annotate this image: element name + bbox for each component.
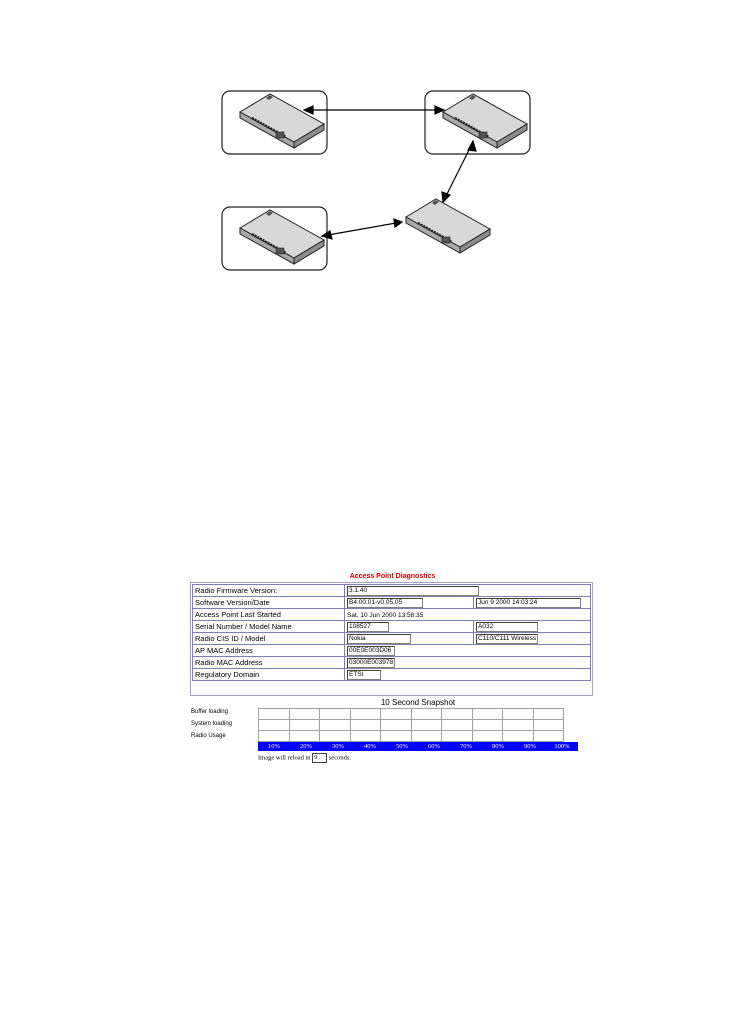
snapshot-title: 10 Second Snapshot xyxy=(380,698,456,707)
serial-number-field[interactable]: 108527 xyxy=(347,621,389,632)
row-label: AP MAC Address xyxy=(192,644,345,657)
radio-model-field[interactable]: C110/C111 Wireless xyxy=(476,633,538,644)
scale-tick: 10% xyxy=(268,743,280,750)
radio-cis-field[interactable]: Nokia xyxy=(347,633,411,644)
system-loading-label: System loading xyxy=(191,721,233,727)
table-row: Radio CIS ID / Model Nokia C110/C111 Wir… xyxy=(192,632,591,645)
radio-usage-bar xyxy=(258,730,564,742)
model-name-field[interactable]: A032 xyxy=(476,621,538,632)
pc-card-icon xyxy=(404,197,492,255)
diagnostics-title: Access Point Diagnostics xyxy=(349,573,436,580)
row-label: Regulatory Domain xyxy=(192,668,345,681)
reload-seconds-field[interactable]: 9 xyxy=(312,753,328,763)
table-row: Software Version/Date B4.00.01-v0.05.05 … xyxy=(192,596,591,609)
scale-tick: 40% xyxy=(364,743,376,750)
snapshot-grid xyxy=(258,708,564,742)
scale-tick: 70% xyxy=(460,743,472,750)
diagnostics-table: Radio Firmware Version: 3.1.40 Software … xyxy=(192,584,591,681)
diagnostics-panel: Radio Firmware Version: 3.1.40 Software … xyxy=(190,582,593,696)
scale-tick: 20% xyxy=(300,743,312,750)
row-label: Serial Number / Model Name xyxy=(192,620,345,633)
row-label: Radio Firmware Version: xyxy=(192,584,345,597)
table-row: Serial Number / Model Name 108527 A032 xyxy=(192,620,591,633)
scale-tick: 80% xyxy=(492,743,504,750)
scale-tick: 100% xyxy=(554,743,570,750)
software-date-field[interactable]: Jun 9 2000 14:03:24 xyxy=(476,597,581,608)
last-started-value: Sat, 10 Jun 2000 13:58:35 xyxy=(347,612,424,619)
scale-tick: 30% xyxy=(332,743,344,750)
radio-mac-field[interactable]: 03000E003978 xyxy=(347,657,395,668)
software-version-field[interactable]: B4.00.01-v0.05.05 xyxy=(347,597,423,608)
system-loading-bar xyxy=(258,719,564,731)
percent-scale: 10% 20% 30% 40% 50% 60% 70% 80% 90% 100% xyxy=(258,742,578,751)
table-row: AP MAC Address 00E0E003D06 xyxy=(192,644,591,657)
buffer-loading-bar xyxy=(258,708,564,720)
link-arrows xyxy=(302,105,477,240)
row-label: Access Point Last Started xyxy=(192,608,345,621)
radio-usage-label: Radio Usage xyxy=(191,733,226,739)
table-row: Regulatory Domain ETSI xyxy=(192,668,591,681)
buffer-loading-label: Buffer loading xyxy=(191,709,228,715)
row-label: Radio CIS ID / Model xyxy=(192,632,345,645)
ap-mac-field[interactable]: 00E0E003D06 xyxy=(347,645,395,656)
reload-suffix: seconds. xyxy=(328,754,351,762)
row-label: Software Version/Date xyxy=(192,596,345,609)
table-row: Access Point Last Started Sat, 10 Jun 20… xyxy=(192,608,591,621)
network-diagram xyxy=(221,90,531,271)
table-row: Radio Firmware Version: 3.1.40 xyxy=(192,584,591,597)
row-label: Radio MAC Address xyxy=(192,656,345,669)
reload-notice: Image will reload in 9 seconds. xyxy=(258,753,351,763)
regulatory-domain-field[interactable]: ETSI xyxy=(347,669,381,680)
table-row: Radio MAC Address 03000E003978 xyxy=(192,656,591,669)
scale-tick: 60% xyxy=(428,743,440,750)
firmware-field[interactable]: 3.1.40 xyxy=(347,585,479,596)
reload-prefix: Image will reload in xyxy=(258,754,311,762)
scale-tick: 50% xyxy=(396,743,408,750)
scale-tick: 90% xyxy=(524,743,536,750)
